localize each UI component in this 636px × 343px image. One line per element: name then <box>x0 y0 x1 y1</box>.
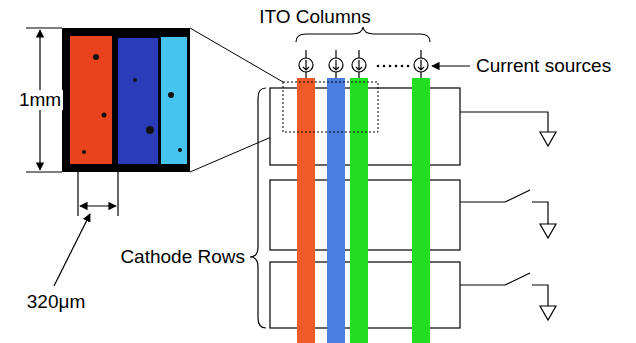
callout-arrow <box>432 65 470 66</box>
dimension-label: 1mm <box>17 90 63 111</box>
current-source <box>299 50 428 78</box>
ellipsis-dots <box>377 65 410 68</box>
column-label: ITO Columns <box>257 7 373 28</box>
row-label: Cathode Rows <box>118 247 247 268</box>
ito-column <box>297 78 430 343</box>
zoom-box <box>283 82 378 132</box>
dimension-label: 320μm <box>25 292 87 313</box>
pixel-micrograph <box>62 28 190 172</box>
callout-label: Current sources <box>474 56 613 77</box>
width-dimension <box>54 172 118 286</box>
ground-wiring <box>460 112 556 320</box>
zoom-lines <box>190 28 283 172</box>
column-brace <box>296 27 430 42</box>
row-brace <box>250 88 266 328</box>
